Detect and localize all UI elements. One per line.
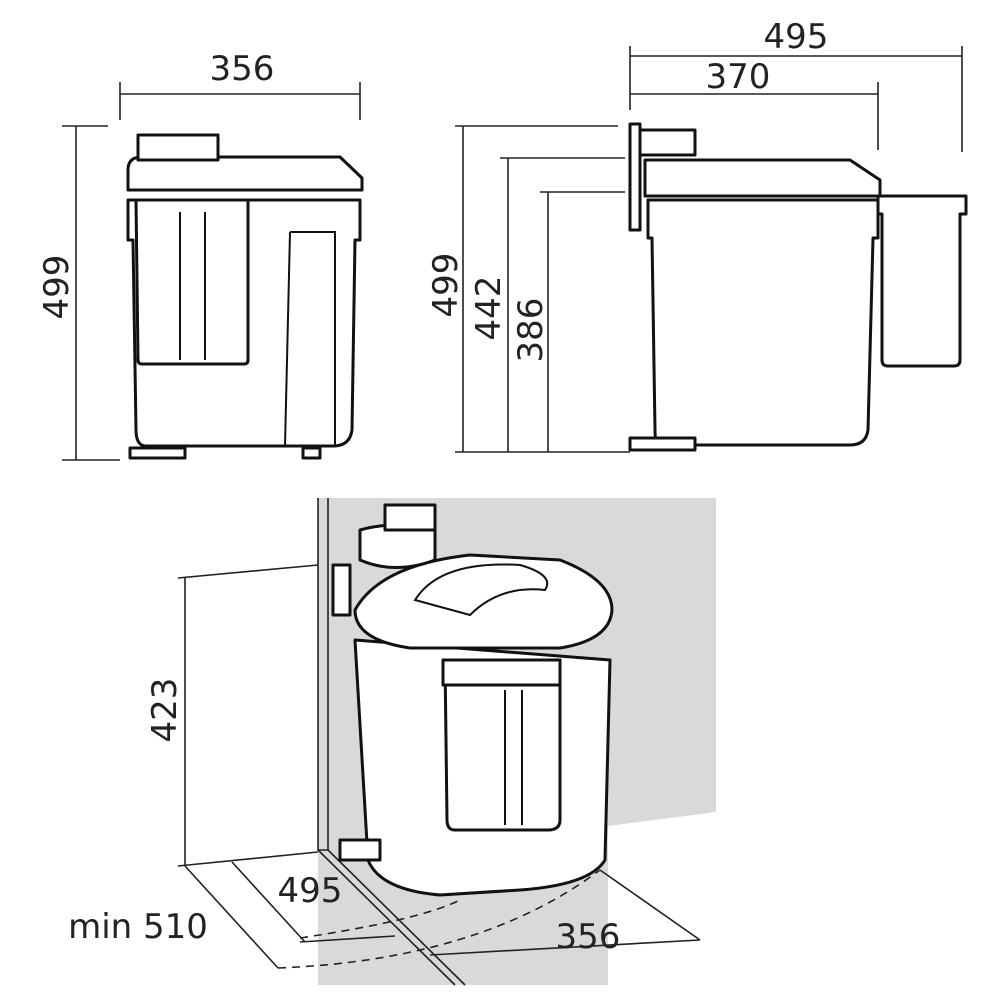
perspective-height-label: 423	[145, 678, 185, 743]
perspective-depth-label: 495	[278, 871, 343, 911]
side-overall-depth-label: 495	[764, 17, 829, 57]
side-bin-depth-label: 370	[706, 57, 771, 97]
front-view: 356 499	[37, 49, 364, 461]
front-height-label: 499	[37, 255, 77, 320]
perspective-view: 423 495 356 min 510	[68, 498, 716, 986]
perspective-width-label: 356	[556, 917, 621, 957]
side-view: 495 370 499 442 386	[426, 17, 968, 453]
front-width-label: 356	[210, 49, 275, 89]
side-height-mid-label: 442	[469, 276, 509, 341]
side-height-low-label: 386	[511, 298, 551, 363]
side-height-total-label: 499	[426, 253, 466, 318]
perspective-min-depth-label: min 510	[68, 907, 208, 947]
